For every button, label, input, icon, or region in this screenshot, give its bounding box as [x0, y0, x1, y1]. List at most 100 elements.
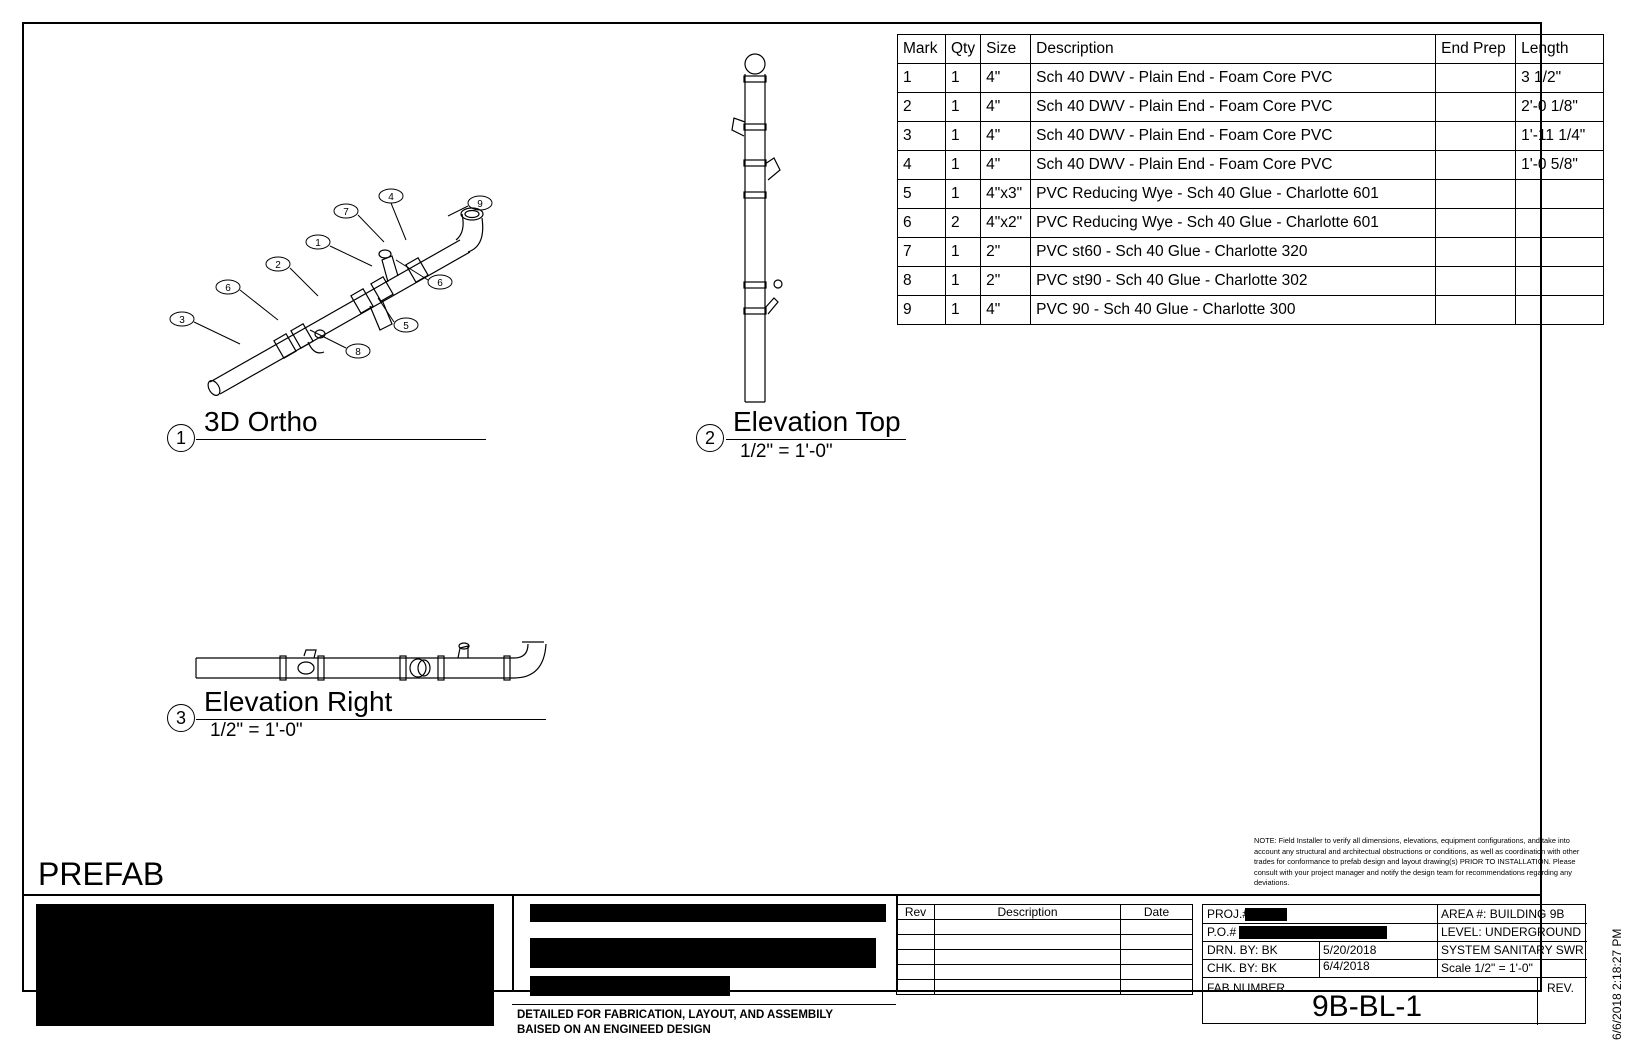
- callout-8: 8: [355, 347, 361, 358]
- title-block: PROJ.# P.O.# DRN. BY: BK 5/20/2018 CHK. …: [1202, 904, 1587, 1025]
- redacted-project-name: [530, 904, 886, 922]
- bom-cell-end-prep: [1435, 208, 1517, 238]
- revision-header-rev: Rev: [896, 904, 935, 920]
- revision-cell: [934, 964, 1121, 980]
- print-timestamp: 6/6/2018 2:18:27 PM: [1610, 928, 1624, 1040]
- revision-cell: [1120, 964, 1193, 980]
- revision-cell: [934, 934, 1121, 950]
- bom-cell-qty: 1: [944, 63, 982, 93]
- fabrication-footnote-line-1: DETAILED FOR FABRICATION, LAYOUT, AND AS…: [517, 1009, 834, 1021]
- drawing-border: [22, 22, 1542, 992]
- revision-header-row: Rev Description Date: [896, 904, 1193, 920]
- revision-row: [896, 934, 1193, 950]
- proj-number-label: PROJ.#: [1207, 907, 1250, 921]
- bom-cell-end-prep: [1435, 295, 1517, 325]
- area-number: AREA #: BUILDING 9B: [1441, 907, 1565, 921]
- rev-label: REV.: [1547, 981, 1574, 995]
- view-1-number: 1: [167, 424, 195, 452]
- bom-cell-qty: 2: [944, 208, 982, 238]
- bom-cell-qty: 1: [944, 295, 982, 325]
- bom-cell-length: [1515, 266, 1605, 296]
- bom-cell-qty: 1: [944, 121, 982, 151]
- bom-cell-end-prep: [1435, 150, 1517, 180]
- bom-cell-length: 1'-0 5/8": [1515, 150, 1605, 180]
- title-block-divider-1: [512, 894, 514, 992]
- drawn-by: DRN. BY: BK: [1207, 943, 1278, 957]
- revision-cell: [1120, 934, 1193, 950]
- po-number-label: P.O.#: [1207, 925, 1237, 939]
- callout-3: 3: [179, 315, 185, 326]
- bom-cell-size: 4": [980, 92, 1032, 122]
- bom-cell-description: Sch 40 DWV - Plain End - Foam Core PVC: [1030, 121, 1437, 151]
- revision-cell: [896, 919, 935, 935]
- system: SYSTEM SANITARY SWR: [1441, 943, 1584, 957]
- bom-cell-description: PVC st90 - Sch 40 Glue - Charlotte 302: [1030, 266, 1437, 296]
- checked-date: 6/4/2018: [1323, 959, 1370, 973]
- fabrication-footnote: DETAILED FOR FABRICATION, LAYOUT, AND AS…: [517, 1008, 833, 1038]
- revision-cell: [934, 979, 1121, 995]
- bom-cell-description: PVC Reducing Wye - Sch 40 Glue - Charlot…: [1030, 208, 1437, 238]
- drawing-scale: Scale 1/2" = 1'-0": [1441, 961, 1533, 975]
- revision-cell: [934, 949, 1121, 965]
- bom-header-row: Mark Qty Size Description End Prep Lengt…: [897, 34, 1605, 64]
- bom-header-size: Size: [980, 34, 1032, 64]
- bom-cell-size: 4"x3": [980, 179, 1032, 209]
- view-1-underline: [196, 439, 486, 440]
- level: LEVEL: UNDERGROUND: [1441, 925, 1582, 939]
- bom-cell-end-prep: [1435, 179, 1517, 209]
- callout-6: 6: [225, 283, 231, 294]
- revision-row: [896, 979, 1193, 995]
- bom-header-qty: Qty: [944, 34, 982, 64]
- bom-cell-end-prep: [1435, 237, 1517, 267]
- bom-cell-length: [1515, 295, 1605, 325]
- bom-cell-description: Sch 40 DWV - Plain End - Foam Core PVC: [1030, 92, 1437, 122]
- bom-cell-size: 2": [980, 237, 1032, 267]
- bom-cell-description: PVC 90 - Sch 40 Glue - Charlotte 300: [1030, 295, 1437, 325]
- redacted-project-location: [530, 976, 730, 996]
- callout-7: 7: [343, 207, 349, 218]
- bom-cell-mark: 4: [897, 150, 946, 180]
- view-3-scale: 1/2" = 1'-0": [210, 720, 303, 741]
- elevation-top-drawing: [731, 53, 783, 403]
- revision-cell: [896, 934, 935, 950]
- view-2-scale: 1/2" = 1'-0": [740, 441, 833, 462]
- revision-header-description: Description: [934, 904, 1121, 920]
- bom-cell-end-prep: [1435, 266, 1517, 296]
- fab-number-label: FAB NUMBER: [1207, 981, 1286, 995]
- title-block-top-line: [22, 894, 1542, 896]
- fabrication-footnote-line-2: BAISED ON AN ENGINEED DESIGN: [517, 1024, 711, 1036]
- callout-9: 9: [477, 199, 483, 210]
- bom-cell-length: 2'-0 1/8": [1515, 92, 1605, 122]
- drawn-date: 5/20/2018: [1323, 943, 1377, 957]
- revision-cell: [1120, 949, 1193, 965]
- bom-cell-end-prep: [1435, 92, 1517, 122]
- bom-cell-length: 1'-11 1/4": [1515, 121, 1605, 151]
- view-2-number: 2: [696, 424, 724, 452]
- redacted-project-name-2: [530, 938, 876, 968]
- revision-cell: [934, 919, 1121, 935]
- bom-cell-size: 4": [980, 63, 1032, 93]
- bom-cell-description: PVC Reducing Wye - Sch 40 Glue - Charlot…: [1030, 179, 1437, 209]
- bom-cell-size: 4": [980, 121, 1032, 151]
- bom-cell-description: Sch 40 DWV - Plain End - Foam Core PVC: [1030, 63, 1437, 93]
- bom-cell-size: 4": [980, 150, 1032, 180]
- revision-row: [896, 949, 1193, 965]
- revision-cell: [1120, 979, 1193, 995]
- revision-table: Rev Description Date: [896, 904, 1193, 995]
- bom-cell-qty: 1: [944, 179, 982, 209]
- bom-cell-qty: 1: [944, 266, 982, 296]
- callout-1: 1: [315, 238, 321, 249]
- bom-cell-qty: 1: [944, 92, 982, 122]
- fab-number: 9B-BL-1: [1312, 990, 1423, 1023]
- bom-header-mark: Mark: [897, 34, 946, 64]
- redacted-proj-number: [1245, 908, 1287, 921]
- bom-cell-mark: 7: [897, 237, 946, 267]
